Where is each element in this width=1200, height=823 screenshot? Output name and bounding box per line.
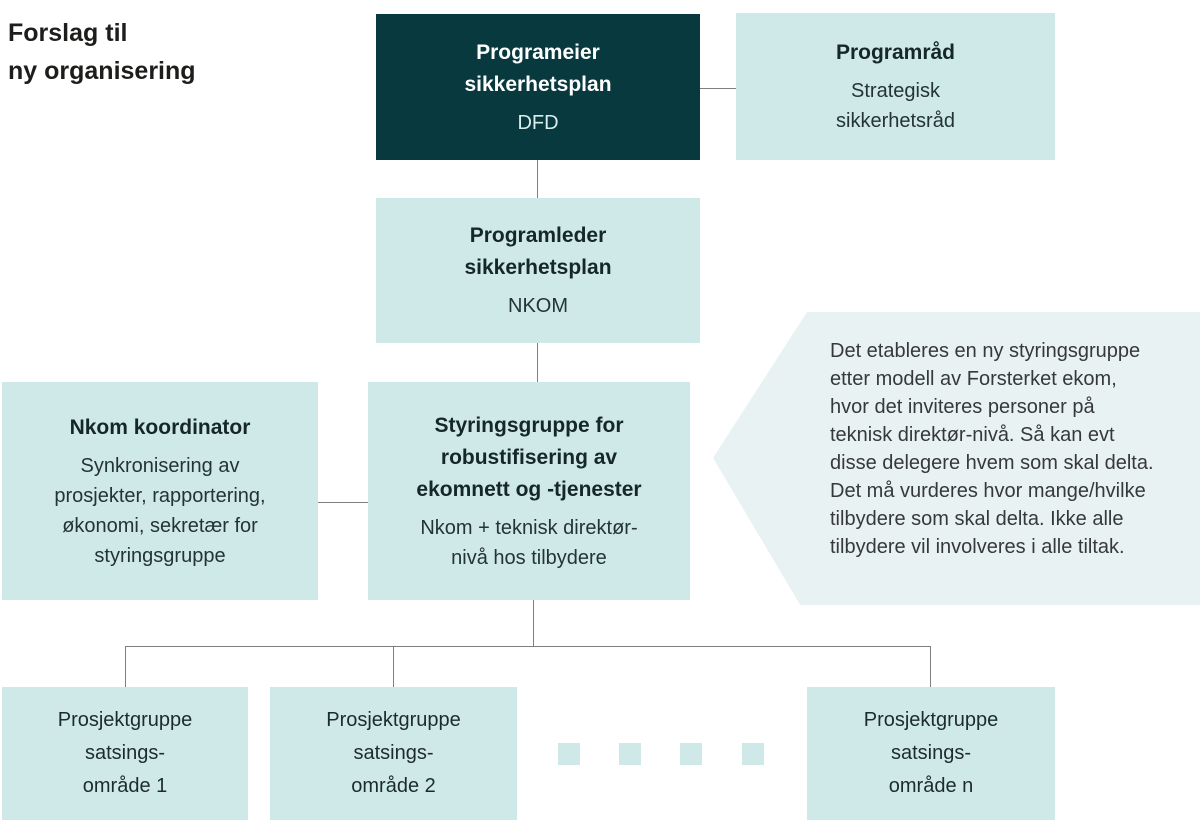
connector-drop-group2: [393, 646, 394, 687]
node-project-group-n: Prosjektgruppe satsings- område n: [807, 687, 1055, 820]
steering-group-callout: Det etableres en ny styringsgruppe etter…: [713, 312, 1200, 605]
connector-owner-leader: [537, 160, 538, 198]
node-title: Programråd: [835, 41, 956, 64]
ellipsis-square-1: [558, 743, 580, 765]
connector-owner-council: [700, 88, 736, 89]
page-title: Forslag til ny organisering: [8, 19, 196, 85]
node-title: Programeier sikkerhetsplan: [464, 40, 612, 96]
connector-leader-steering: [537, 343, 538, 382]
node-title: Programleder sikkerhetsplan: [464, 224, 612, 279]
node-nkom-coordinator: Nkom koordinator Synkronisering av prosj…: [2, 382, 318, 600]
ellipsis-square-2: [619, 743, 641, 765]
node-program-owner: Programeier sikkerhetsplan DFD: [376, 14, 700, 160]
ellipsis-square-3: [680, 743, 702, 765]
node-title: Styringsgruppe for robustifisering av ek…: [416, 413, 642, 501]
node-title: Nkom koordinator: [69, 415, 251, 439]
node-subtitle: NKOM: [508, 295, 568, 317]
node-program-leader: Programleder sikkerhetsplan NKOM: [376, 198, 700, 343]
connector-steering-bus: [533, 600, 534, 646]
node-program-council: Programråd Strategisk sikkerhetsråd: [736, 13, 1055, 160]
connector-bus: [125, 646, 931, 647]
node-label: Prosjektgruppe satsings- område 1: [57, 709, 193, 797]
connector-coordinator-steering: [318, 502, 368, 503]
ellipsis-square-4: [742, 743, 764, 765]
node-subtitle: Strategisk sikkerhetsråd: [836, 80, 955, 132]
callout-text: Det etableres en ny styringsgruppe etter…: [830, 340, 1154, 558]
connector-drop-group1: [125, 646, 126, 687]
node-subtitle: Synkronisering av prosjekter, rapporteri…: [54, 454, 266, 567]
node-project-group-2: Prosjektgruppe satsings- område 2: [270, 687, 517, 820]
node-subtitle: Nkom + teknisk direktør- nivå hos tilbyd…: [420, 516, 638, 569]
node-label: Prosjektgruppe satsings- område 2: [326, 709, 461, 797]
node-label: Prosjektgruppe satsings- område n: [863, 709, 999, 797]
node-project-group-1: Prosjektgruppe satsings- område 1: [2, 687, 248, 820]
node-steering-group: Styringsgruppe for robustifisering av ek…: [368, 382, 690, 600]
node-subtitle: DFD: [517, 111, 559, 134]
connector-drop-groupn: [930, 646, 931, 687]
